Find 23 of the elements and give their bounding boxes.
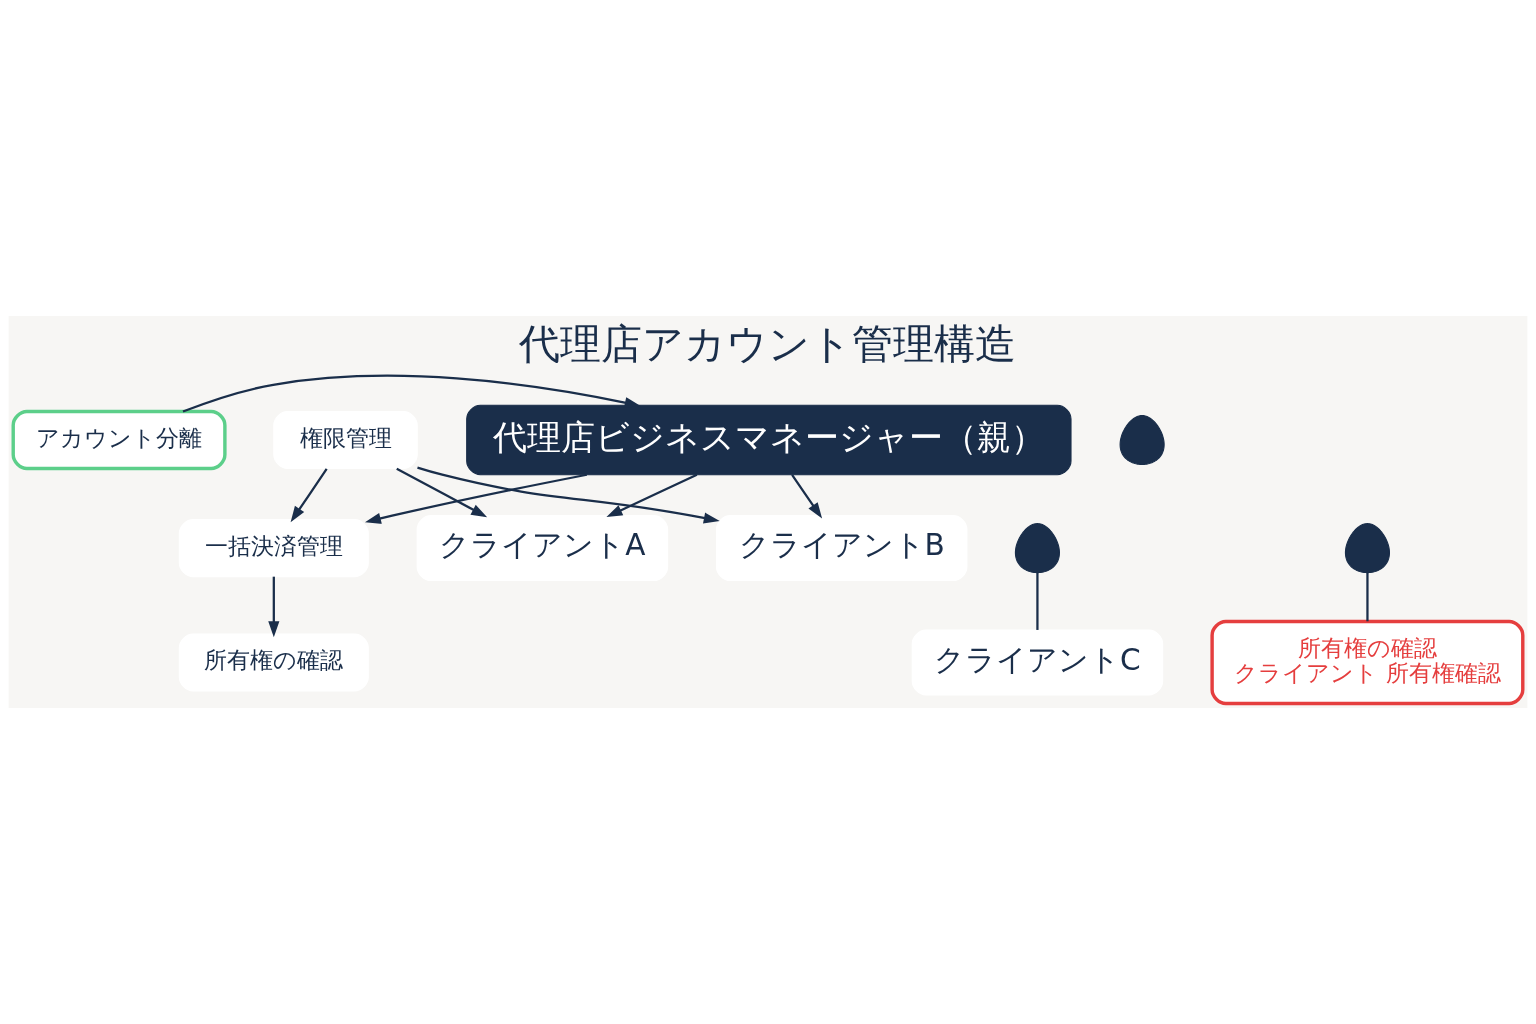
- arrow: [396, 467, 488, 518]
- diagram-title: 代理店アカウント管理構造: [519, 319, 1017, 368]
- node-person: [1119, 414, 1165, 466]
- arrow: [268, 576, 280, 638]
- node-box: クライアントC: [911, 629, 1164, 696]
- node-person: [1344, 523, 1390, 574]
- node-box: 所有権の確認 クライアント 所有権確認: [1210, 619, 1525, 706]
- node-box: アカウント分離: [11, 409, 227, 471]
- node-box: クライアントA: [416, 515, 669, 582]
- arrow: [365, 473, 588, 524]
- connector: [1366, 573, 1369, 622]
- arrow: [606, 473, 698, 518]
- node-box: 一括決済管理: [178, 519, 369, 578]
- node-person: [1014, 523, 1060, 574]
- connector: [1036, 573, 1039, 630]
- arrow: [290, 468, 328, 523]
- arrow: [791, 474, 823, 519]
- node-box: 所有権の確認: [178, 633, 369, 692]
- node-box: クライアントB: [715, 515, 968, 582]
- node-box: 権限管理: [273, 411, 418, 469]
- node-box: 代理店ビジネスマネージャー（親）: [466, 404, 1072, 476]
- arrow: [417, 466, 720, 524]
- arrow: [182, 374, 641, 413]
